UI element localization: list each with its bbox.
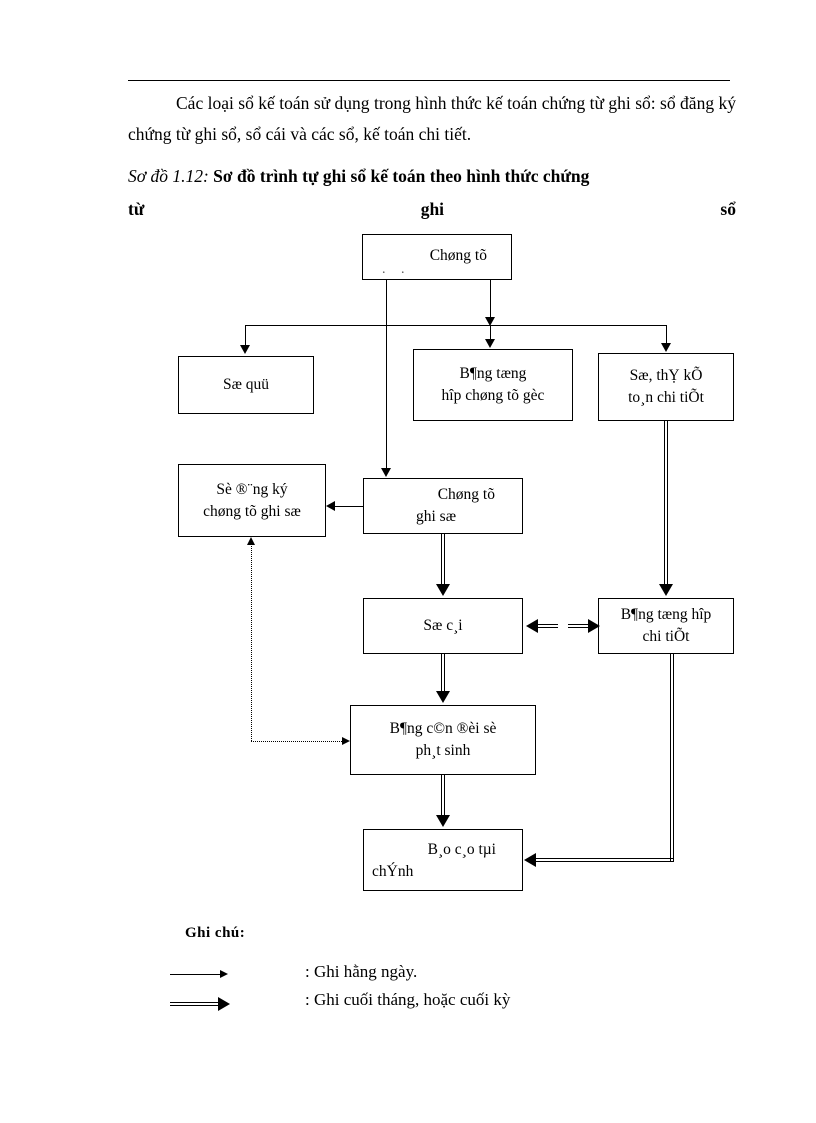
node-bang-tong-hop-goc-line2: hîp chøng tõ gèc	[441, 387, 545, 404]
node-so-quy-line1: Sæ quü	[222, 376, 270, 393]
header-rule	[128, 80, 730, 81]
arrowhead-so-quy	[240, 345, 250, 354]
connector-bangcandoi-to-baocao	[441, 775, 445, 817]
node-bang-can-doi-line2: ph¸t sinh	[415, 742, 471, 759]
node-so-dang-ky-line1: Sè ®¨ng ký	[216, 480, 288, 498]
legend-label-monthly: : Ghi cuối tháng, hoặc cuối kỳ	[305, 990, 511, 1009]
connector-dotted-horizontal	[251, 741, 342, 742]
connector-socai-bangtonghop-left-seg	[538, 624, 558, 628]
connector-bus-to-bang-tong-hop-goc	[490, 325, 491, 341]
node-so-the-ke-toan-line1: Sæ, thỴ kÕ	[629, 367, 703, 384]
paragraph-line-1: Các loại sổ kế toán sử dụng trong hình t…	[176, 93, 631, 113]
legend-arrow-daily-line	[170, 974, 220, 975]
connector-bangtonghop-left-to-baocao	[536, 858, 674, 862]
node-bao-cao-line2: chÝnh	[372, 863, 414, 880]
arrowhead-dotted-up-sodangky	[247, 537, 255, 545]
node-so-the-ke-toan-line2: to¸n chi tiÕt	[628, 389, 704, 406]
caption-line2-left: từ	[128, 199, 145, 219]
node-chung-tu: Chøng tõ	[362, 234, 512, 280]
connector-socai-bangtonghop-right-seg	[568, 624, 588, 628]
figure-caption-line2: từ ghi sổ	[128, 199, 736, 220]
connector-socai-to-bangcandoi	[441, 654, 445, 692]
figure-caption: Sơ đồ 1.12: Sơ đồ trình tự ghi sổ kế toá…	[128, 160, 736, 192]
node-so-cai: Sæ c¸i	[363, 598, 523, 654]
arrowhead-dotted-right-bangcandoi	[342, 737, 350, 745]
node-bang-can-doi-line1: B¶ng c©n ®èi sè	[389, 720, 497, 737]
connector-chungtughiso-to-socai	[441, 534, 445, 586]
node-so-dang-ky: Sè ®¨ng ký chøng tõ ghi sæ	[178, 464, 326, 537]
caption-title: Sơ đồ trình tự ghi sổ kế toán theo hình …	[213, 166, 590, 186]
arrowhead-bangcandoi-top	[436, 691, 450, 703]
connector-chungtu-to-bus	[490, 280, 491, 320]
arrowhead-so-dang-ky	[326, 501, 335, 511]
paragraph-line-2: sổ: sổ đăng ký chứng từ ghi sổ, sổ cái v…	[128, 93, 736, 144]
arrowhead-so-the	[661, 343, 671, 352]
caption-label: Sơ đồ 1.12:	[128, 166, 209, 186]
connector-bus-to-so-quy	[245, 325, 246, 347]
node-chung-tu-dots: . .	[382, 262, 411, 277]
arrowhead-bus-mid	[485, 317, 495, 326]
legend-arrow-monthly-line	[170, 1002, 218, 1006]
arrowhead-bang-tong-hop-goc	[485, 339, 495, 348]
connector-dotted-vertical	[251, 546, 252, 741]
node-bang-can-doi: B¶ng c©n ®èi sè ph¸t sinh	[350, 705, 536, 775]
node-so-cai-line1: Sæ c¸i	[423, 617, 463, 634]
node-bang-tong-hop-goc-line1: B¶ng tæng	[459, 365, 527, 382]
node-bang-tong-hop-goc: B¶ng tæng hîp chøng tõ gèc	[413, 349, 573, 421]
caption-line2-mid: ghi	[420, 199, 445, 219]
node-bang-tong-hop-chi-tiet-line1: B¶ng tæng hîp	[620, 606, 712, 623]
node-chung-tu-ghi-so: Chøng tõ ghi sæ	[363, 478, 523, 534]
arrowhead-socai-right	[526, 619, 538, 633]
arrowhead-bangtonghop-left	[588, 619, 600, 633]
arrowhead-baocao-right	[524, 853, 536, 867]
legend-title: Ghi chú:	[185, 925, 246, 941]
arrowhead-baocao-top	[436, 815, 450, 827]
arrowhead-chungtughiso-top	[381, 468, 391, 477]
node-chung-tu-ghi-so-line1: Chøng tõ	[437, 486, 495, 503]
connector-distribution-bus	[245, 325, 666, 326]
node-bao-cao-line1: B¸o c¸o tµi	[427, 841, 496, 858]
node-chung-tu-ghi-so-line2: ghi sæ	[416, 508, 457, 525]
node-so-the-ke-toan-chi-tiet: Sæ, thỴ kÕ to¸n chi tiÕt	[598, 353, 734, 421]
body-paragraph: Các loại sổ kế toán sử dụng trong hình t…	[128, 88, 736, 150]
arrowhead-socai-top	[436, 584, 450, 596]
node-so-dang-ky-line2: chøng tõ ghi sæ	[203, 502, 301, 520]
caption-line2-right: sổ	[720, 199, 736, 219]
node-chung-tu-line1: Chøng tõ	[429, 247, 487, 264]
connector-chungtughiso-to-sodangky	[335, 506, 364, 507]
legend-arrow-monthly-head	[218, 997, 230, 1011]
legend-arrow-daily-head	[220, 970, 228, 978]
legend-label-daily: : Ghi hằng ngày.	[305, 962, 418, 981]
connector-sothe-to-bangtonghopchitiet	[664, 421, 668, 587]
connector-bangtonghop-down-to-baocao	[670, 654, 674, 862]
node-so-quy: Sæ quü	[178, 356, 314, 414]
node-bao-cao-tai-chinh: B¸o c¸o tµi chÝnh	[363, 829, 523, 891]
connector-bus-to-so-the	[666, 325, 667, 345]
node-bang-tong-hop-chi-tiet-line2: chi tiÕt	[642, 628, 690, 645]
connector-chungtu-to-chungtughiso	[386, 280, 387, 469]
arrowhead-bangtonghopchitiet-top	[659, 584, 673, 596]
node-bang-tong-hop-chi-tiet: B¶ng tæng hîp chi tiÕt	[598, 598, 734, 654]
